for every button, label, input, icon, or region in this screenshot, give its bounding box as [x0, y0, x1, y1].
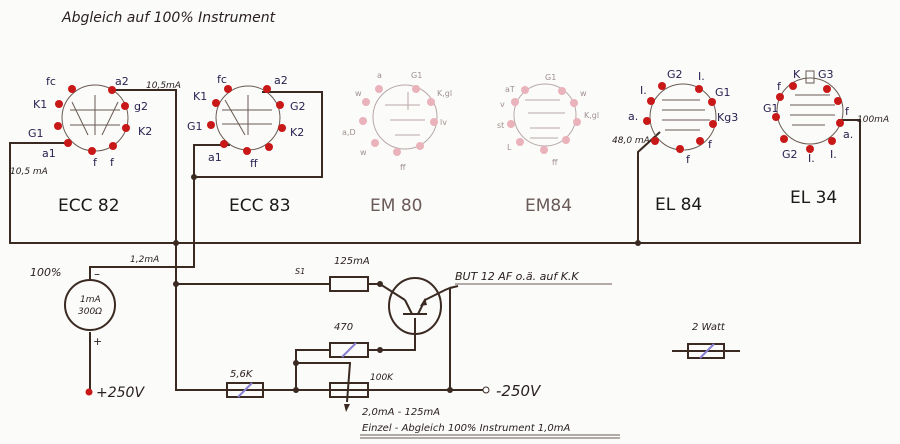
tube-name: ECC 82 [58, 196, 120, 216]
pin-label: a. [843, 128, 853, 141]
pin-label: G1 [187, 120, 203, 133]
tube-em80: a G1 w K,gl a,D lv w ff EM 80 [342, 71, 452, 216]
pin-label: fc [46, 75, 56, 88]
pin-label: f [686, 153, 691, 166]
pin-label: G1 [715, 86, 731, 99]
resistor-fuse: 125mA S1 [295, 256, 370, 292]
pin-label: a1 [42, 147, 56, 160]
pin-label: a2 [115, 75, 129, 88]
pin-label: f [777, 80, 782, 93]
tube-ecc82: fc a2 K1 g2 G1 K2 a1 f f 10,5mA 10,5 mA … [10, 75, 181, 216]
tube-ecc83: fc a2 K1 G2 G1 K2 a1 ff ECC 83 [187, 73, 306, 216]
pin-label: K1 [33, 98, 47, 111]
pin-label: lv [440, 118, 447, 127]
pin-label: G1 [28, 127, 44, 140]
range-label: 2,0mA - 125mA [362, 407, 440, 418]
r470-label: 470 [334, 322, 353, 333]
pin-label: ff [552, 158, 558, 167]
meter-minus: – [94, 267, 100, 281]
potentiometer-100k: 100K [329, 373, 394, 412]
pin-label: a,D [342, 128, 356, 137]
pins [54, 85, 130, 155]
tube-name: EL 84 [655, 195, 702, 215]
current-label: 100mA [857, 115, 889, 125]
tube-el34: K G3 f G1 f a. G2 I. I. 100mA EL 34 [763, 68, 889, 208]
meter-resistance: 300Ω [78, 307, 102, 317]
tube-name: EM 80 [370, 196, 422, 216]
minus-terminal [482, 386, 490, 394]
meter-range: 1mA [80, 295, 101, 305]
tube-em84: aT G1 w K,gl v st L ff EM84 [497, 73, 599, 216]
tube-name: EL 34 [790, 188, 837, 208]
pin-label: a. [628, 110, 638, 123]
pin-label: Kg3 [717, 111, 738, 124]
pin-label: w [580, 89, 587, 98]
plus-terminal [85, 388, 93, 396]
pin-label: G2 [782, 148, 798, 161]
pin-label: ff [250, 157, 258, 170]
pin-label: I. [808, 152, 815, 165]
pin-label: K,gl [584, 111, 599, 120]
pin-label: w [355, 89, 362, 98]
pin-label: a [377, 71, 382, 80]
resistor-5k6: 5,6K [226, 369, 264, 398]
pin-label: f [845, 105, 850, 118]
meter: 1mA 300Ω – + 100% 1,2mA [30, 255, 159, 348]
pin-label: a2 [274, 74, 288, 87]
pin-label: v [500, 100, 505, 109]
pin-label: K2 [138, 125, 152, 138]
meter-percent: 100% [30, 266, 61, 279]
page-title: Abgleich auf 100% Instrument [61, 10, 276, 26]
pin-label: L [507, 143, 512, 152]
pin-label: G1 [411, 71, 422, 80]
current-label: 48,0 mA [612, 136, 650, 146]
pin-label: G1 [545, 73, 556, 82]
pin-label: K1 [193, 90, 207, 103]
pin-label: G2 [290, 100, 306, 113]
legend-label: 2 Watt [692, 322, 726, 333]
pin-label: I. [698, 70, 705, 83]
junctions [173, 174, 641, 393]
pin-label: f [110, 156, 115, 169]
current-label: 10,5mA [146, 81, 181, 91]
pin-label: K2 [290, 126, 304, 139]
pin-label: a1 [208, 151, 222, 164]
transistor-label: BUT 12 AF o.ä. auf K.K [455, 270, 579, 283]
tube-name: EM84 [525, 196, 572, 216]
tube-name: ECC 83 [229, 196, 291, 216]
pin-label: aT [505, 85, 515, 94]
pin-label: G2 [667, 68, 683, 81]
meter-current: 1,2mA [130, 255, 159, 265]
transistor: BUT 12 AF o.ä. auf K.K [388, 270, 612, 335]
pin-label: fc [217, 73, 227, 86]
pin-label: f [708, 138, 713, 151]
minus-supply-label: -250V [496, 382, 542, 400]
pin-label: I. [640, 84, 647, 97]
r100k-label: 100K [370, 373, 394, 383]
calibration-note: Einzel - Abgleich 100% Instrument 1,0mA [362, 423, 570, 434]
pin-label: st [497, 121, 504, 130]
legend-2watt-resistor: 2 Watt [672, 322, 740, 359]
pin-label: G1 [763, 102, 779, 115]
meter-plus: + [93, 335, 102, 348]
plus-supply-label: +250V [96, 385, 145, 401]
resistor-470: 470 [329, 322, 369, 358]
tube-el84: G2 I. I. G1 a. Kg3 f f 48,0 mA EL 84 [612, 68, 738, 215]
pin-label: I. [830, 148, 837, 161]
fuse-label: 125mA [334, 256, 370, 267]
current-label: 10,5 mA [10, 167, 48, 177]
pin-label: w [360, 148, 367, 157]
wiring [9, 89, 861, 403]
pin-label: K [793, 68, 801, 81]
r56k-label: 5,6K [230, 369, 254, 380]
pin-label: G3 [818, 68, 834, 81]
switch-label: S1 [295, 267, 305, 276]
pin-label: f [93, 156, 98, 169]
pin-label: ff [400, 163, 406, 172]
pin-label: K,gl [437, 89, 452, 98]
pin-label: g2 [134, 100, 148, 113]
